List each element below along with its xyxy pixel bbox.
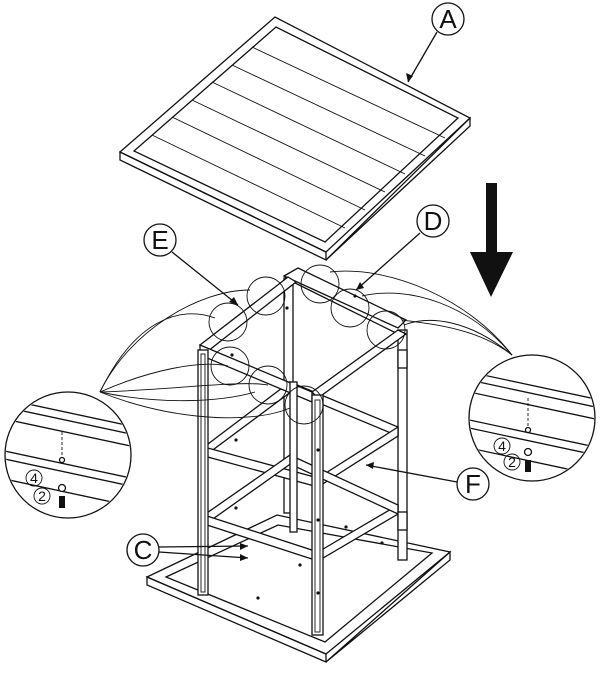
label-d: D [355, 204, 450, 291]
washer-ref-right: 4 [498, 438, 506, 454]
label-c-text: C [134, 535, 153, 565]
label-a: A [406, 2, 465, 83]
leader-lines-left [99, 289, 291, 419]
label-e-text: E [151, 225, 168, 255]
label-a-text: A [439, 4, 457, 34]
washer-ref-left: 4 [30, 470, 38, 486]
label-c: C [126, 533, 249, 567]
leader-lines-right [329, 270, 513, 356]
right-zoom-callout: 4 2 [468, 354, 596, 482]
left-zoom-callout: 4 2 [4, 391, 132, 519]
label-d-text: D [424, 206, 443, 236]
label-e: E [143, 223, 239, 306]
label-f-text: F [465, 469, 481, 499]
screw-ref-left: 2 [38, 488, 46, 504]
down-arrow-icon [470, 183, 513, 297]
detail-circles [208, 264, 406, 425]
label-f: F [365, 462, 490, 501]
base-frame [145, 514, 452, 663]
screw-ref-right: 2 [508, 454, 516, 470]
roof-panel [118, 16, 472, 262]
